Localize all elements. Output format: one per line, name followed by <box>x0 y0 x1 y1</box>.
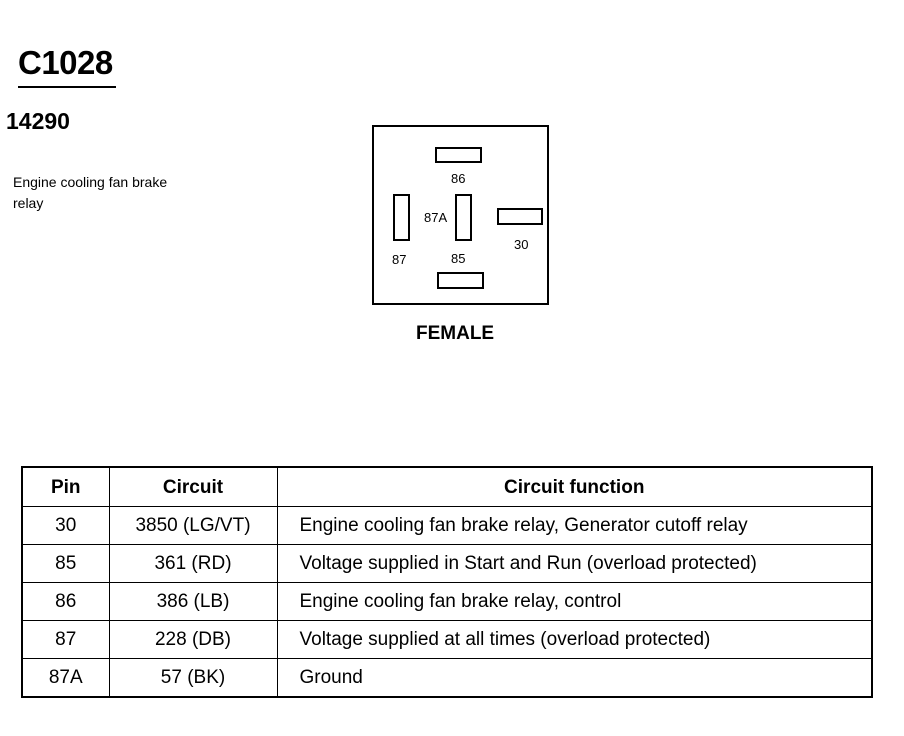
table-row: 86 386 (LB) Engine cooling fan brake rel… <box>21 582 873 621</box>
pinout-table: Pin Circuit Circuit function 30 3850 (LG… <box>21 466 873 698</box>
cell-pin: 30 <box>21 506 110 545</box>
connector-id-title: C1028 <box>18 44 113 81</box>
title-underline <box>18 86 116 88</box>
header-circuit: Circuit <box>108 466 278 507</box>
terminal-87 <box>393 194 410 241</box>
cell-circuit: 3850 (LG/VT) <box>108 506 278 545</box>
connector-gender-label: FEMALE <box>416 323 495 344</box>
header-pin: Pin <box>21 466 110 507</box>
terminal-86 <box>435 147 482 163</box>
terminal-30 <box>497 208 543 225</box>
cell-pin: 86 <box>21 582 110 621</box>
table-row: 87A 57 (BK) Ground <box>21 658 873 698</box>
cell-pin: 87 <box>21 620 110 659</box>
cell-circuit: 57 (BK) <box>108 658 278 698</box>
pin-label-87: 87 <box>392 252 407 267</box>
part-number: 14290 <box>6 108 70 134</box>
pin-label-86: 86 <box>451 171 466 186</box>
cell-function: Ground <box>276 658 873 698</box>
cell-function: Voltage supplied at all times (overload … <box>276 620 873 659</box>
pin-label-30: 30 <box>514 237 529 252</box>
cell-function: Voltage supplied in Start and Run (overl… <box>276 544 873 583</box>
cell-circuit: 361 (RD) <box>108 544 278 583</box>
header-circuit-function: Circuit function <box>276 466 873 507</box>
cell-pin: 85 <box>21 544 110 583</box>
cell-pin: 87A <box>21 658 110 698</box>
pin-label-87a: 87A <box>424 210 448 225</box>
cell-function: Engine cooling fan brake relay, control <box>276 582 873 621</box>
terminal-87a <box>455 194 472 241</box>
terminal-85 <box>437 272 484 289</box>
connector-face-diagram: 86 87 87A 30 85 <box>372 125 549 305</box>
table-row: 30 3850 (LG/VT) Engine cooling fan brake… <box>21 506 873 545</box>
table-row: 85 361 (RD) Voltage supplied in Start an… <box>21 544 873 583</box>
cell-function: Engine cooling fan brake relay, Generato… <box>276 506 873 545</box>
cell-circuit: 386 (LB) <box>108 582 278 621</box>
connector-description: Engine cooling fan brake relay <box>13 174 168 211</box>
table-header-row: Pin Circuit Circuit function <box>21 466 873 507</box>
cell-circuit: 228 (DB) <box>108 620 278 659</box>
table-row: 87 228 (DB) Voltage supplied at all time… <box>21 620 873 659</box>
pin-label-85: 85 <box>451 251 466 266</box>
